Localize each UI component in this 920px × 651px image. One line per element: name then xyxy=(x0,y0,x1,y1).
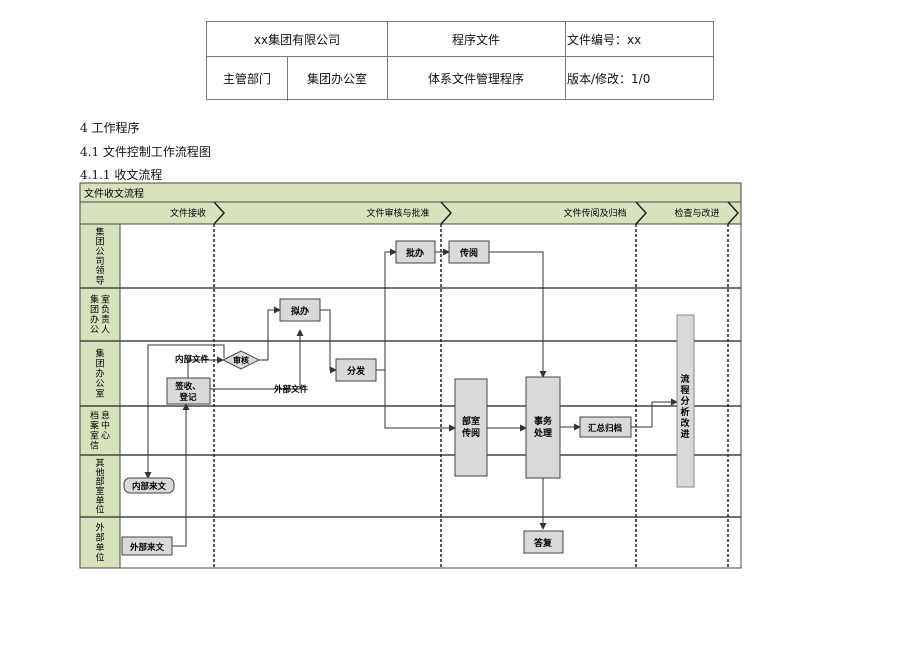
company-name: xx集团有限公司 xyxy=(253,32,341,47)
header-row-divider xyxy=(207,56,713,57)
box-chuanyue-label: 传阅 xyxy=(459,247,478,259)
box-liucheng-label: 流程分析改进 xyxy=(680,373,690,440)
document-header-table: xx集团有限公司 程序文件 文件编号：xx 主管部门 集团办公室 体系文件管理程… xyxy=(206,21,714,101)
lane-label: 集团办公室负责人 xyxy=(90,294,110,336)
dept-label: 主管部门 xyxy=(222,72,271,86)
box-dafu-label: 答复 xyxy=(533,537,553,549)
phase-label: 文件审核与批准 xyxy=(366,207,429,219)
box-liucheng xyxy=(676,314,695,488)
box-neibulaiwen-label: 内部来文 xyxy=(132,481,167,492)
flowchart-title: 文件收文流程 xyxy=(84,187,144,200)
box-shiwu-label: 事务处理 xyxy=(533,415,553,439)
doc-version: 版本/修改：1/0 xyxy=(567,72,651,86)
box-bushi-label: 部室传阅 xyxy=(461,415,480,439)
edge-label-external: 外部文件 xyxy=(273,384,309,395)
phase-header-bar xyxy=(79,201,742,225)
doc-title: 体系文件管理程序 xyxy=(427,72,524,86)
box-qianshou xyxy=(166,377,211,405)
header-col-divider xyxy=(565,22,566,99)
decision-shenhe-label: 审核 xyxy=(233,355,249,365)
header-col-divider xyxy=(287,56,288,101)
box-pizhu xyxy=(395,240,436,264)
box-fenfa-label: 分发 xyxy=(347,365,366,377)
phase-label: 文件接收 xyxy=(170,207,206,219)
lane-label-column xyxy=(79,223,121,569)
section-heading-4-1-1: 4.1.1 收文流程 xyxy=(80,168,163,182)
box-niban xyxy=(279,298,321,322)
doc-type: 程序文件 xyxy=(451,32,500,47)
section-heading-4-1: 4.1 文件控制工作流程图 xyxy=(80,145,211,159)
box-dafu xyxy=(523,530,564,554)
lane-label: 集团办公室 xyxy=(95,348,104,400)
box-huizong-label: 汇总归档 xyxy=(588,423,623,434)
box-qianshou-label: 签收、登记 xyxy=(174,381,201,403)
box-niban-label: 拟办 xyxy=(291,305,309,317)
phase-chevron xyxy=(213,201,226,225)
lane-label: 档案室信息中心 xyxy=(90,410,110,452)
flowchart-title-bar xyxy=(79,182,742,203)
phase-chevron xyxy=(440,201,453,225)
box-shiwu xyxy=(525,376,561,479)
edge-label-internal: 内部文件 xyxy=(175,354,210,365)
header-col-divider xyxy=(387,22,388,99)
lane-label: 外部单位 xyxy=(95,522,104,564)
phase-chevron xyxy=(635,201,648,225)
box-fenfa xyxy=(335,358,377,382)
section-heading-4: 4 工作程序 xyxy=(80,121,140,135)
box-pizhu-label: 批办 xyxy=(406,247,424,259)
box-waibulaiwen xyxy=(121,536,173,556)
decision-shenhe xyxy=(221,350,261,370)
phase-label: 文件传阅及归档 xyxy=(563,207,626,219)
box-huizong xyxy=(579,416,632,438)
lane-label: 其他部室单位 xyxy=(95,458,104,516)
box-bushi xyxy=(454,378,488,477)
dept-value: 集团办公室 xyxy=(306,72,367,86)
phase-label: 检查与改进 xyxy=(674,207,719,219)
lane-label: 集团公司领导 xyxy=(95,226,104,286)
phase-chevron xyxy=(727,201,740,225)
box-neibulaiwen xyxy=(123,477,175,494)
box-waibulaiwen-label: 外部来文 xyxy=(129,542,165,553)
box-chuanyue xyxy=(448,240,490,264)
doc-number: 文件编号：xx xyxy=(567,32,642,47)
